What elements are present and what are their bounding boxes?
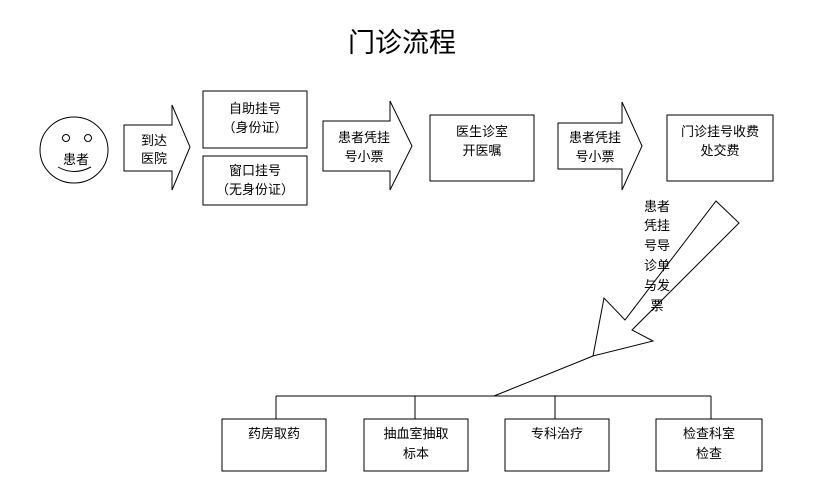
ticket-arrow-1 [322, 100, 413, 191]
svg-text:（身份证）: （身份证） [222, 120, 287, 136]
pharmacy-box [221, 418, 327, 472]
svg-text:自助挂号: 自助挂号 [229, 102, 281, 117]
specialty-label: 专科治疗 [531, 427, 583, 442]
svg-text:门诊挂号收费: 门诊挂号收费 [681, 125, 759, 140]
svg-text:与发: 与发 [644, 278, 670, 294]
svg-text:窗口挂号: 窗口挂号 [229, 163, 281, 179]
svg-text:检查科室: 检查科室 [683, 426, 735, 442]
svg-text:号导: 号导 [644, 239, 670, 254]
doctor-box [429, 114, 535, 182]
connector-lines [275, 355, 712, 419]
patient-label: 患者 [63, 153, 89, 168]
svg-text:标本: 标本 [403, 447, 429, 462]
diagram-title: 门诊流程 [348, 28, 456, 59]
specialty-box [504, 418, 610, 472]
blood-draw-box [363, 418, 469, 472]
self-register-box [202, 90, 308, 149]
self-register-label: 自助挂号 （身份证） [222, 102, 287, 136]
svg-text:到达: 到达 [141, 134, 167, 149]
window-register-label: 窗口挂号 （无身份证） [216, 163, 294, 198]
cashier-label: 门诊挂号收费 处交费 [681, 125, 759, 159]
cashier-box [666, 114, 774, 182]
diagonal-arrow-label: 患者 凭挂 号导 诊单 与发 票 [644, 200, 670, 314]
ticket-arrow-2 [557, 101, 643, 191]
svg-text:票: 票 [650, 299, 663, 314]
pharmacy-label: 药房取药 [248, 426, 300, 442]
svg-text:（无身份证）: （无身份证） [216, 182, 294, 198]
exam-box [655, 418, 763, 472]
window-register-box [202, 155, 308, 206]
svg-text:处交费: 处交费 [700, 143, 739, 159]
svg-text:抽血室抽取: 抽血室抽取 [383, 426, 448, 442]
diagonal-arrow [592, 200, 740, 357]
svg-text:医生诊室: 医生诊室 [456, 124, 508, 140]
svg-text:号小票: 号小票 [344, 150, 383, 165]
svg-text:患者凭挂: 患者凭挂 [569, 131, 621, 146]
patient-smiley-icon [39, 116, 109, 184]
svg-text:检查: 检查 [696, 447, 722, 462]
svg-text:患者: 患者 [644, 200, 670, 215]
arrive-arrow [123, 104, 191, 191]
svg-text:医院: 医院 [141, 152, 167, 167]
svg-text:凭挂: 凭挂 [644, 219, 670, 234]
doctor-label: 医生诊室 开医嘱 [456, 124, 508, 159]
blood-draw-label: 抽血室抽取 标本 [383, 426, 448, 462]
svg-text:诊单: 诊单 [644, 259, 670, 274]
svg-text:患者凭挂: 患者凭挂 [338, 131, 390, 146]
arrive-arrow-label: 到达 医院 [141, 134, 167, 167]
exam-label: 检查科室 检查 [683, 426, 735, 462]
ticket-arrow-1-label: 患者凭挂 号小票 [338, 131, 390, 165]
svg-text:开医嘱: 开医嘱 [462, 144, 501, 159]
ticket-arrow-2-label: 患者凭挂 号小票 [569, 131, 621, 165]
svg-text:号小票: 号小票 [575, 150, 614, 165]
